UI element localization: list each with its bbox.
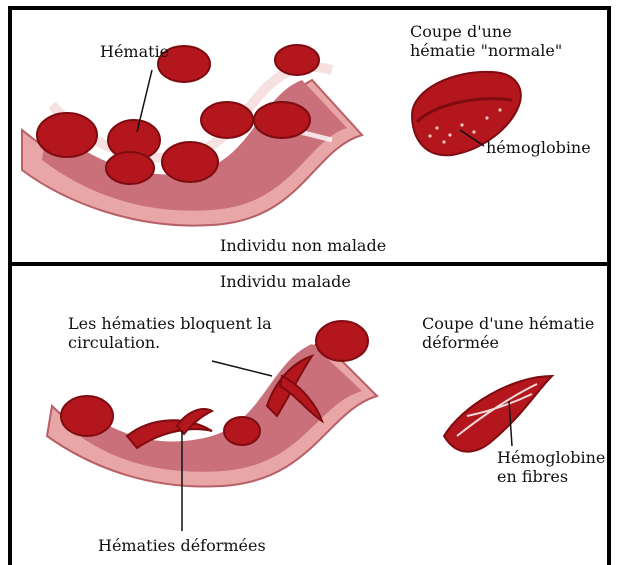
panel-sick: Individu malade Les hématies bloquent la…	[8, 262, 611, 565]
red-cell	[106, 152, 154, 184]
caption-healthy: Individu non malade	[220, 236, 386, 255]
caption-sick: Individu malade	[220, 272, 351, 291]
deformed-cell-cross-section	[444, 376, 552, 452]
red-cell	[201, 102, 253, 138]
label-hematie: Hématie	[100, 42, 169, 61]
label-hemoglobine-fibres: Hémoglobine en fibres	[497, 448, 605, 486]
sick-vessel-illustration	[12, 266, 607, 565]
red-cell	[224, 417, 260, 445]
panel-healthy: Hématie Coupe d'une hématie "normale" hé…	[8, 6, 611, 262]
label-hemoglobine: hémoglobine	[486, 138, 591, 157]
red-cell	[254, 102, 310, 138]
label-hematies-deformees: Hématies déformées	[98, 536, 266, 555]
label-coupe-deformee: Coupe d'une hématie déformée	[422, 314, 594, 352]
red-cell	[61, 396, 113, 436]
bloquent-pointer	[212, 361, 272, 376]
label-bloquent: Les hématies bloquent la circulation.	[68, 314, 272, 352]
red-cell	[316, 321, 368, 361]
red-cell	[162, 142, 218, 182]
red-cell	[275, 45, 319, 75]
label-coupe-normale: Coupe d'une hématie "normale"	[410, 22, 562, 60]
red-cell	[37, 113, 97, 157]
